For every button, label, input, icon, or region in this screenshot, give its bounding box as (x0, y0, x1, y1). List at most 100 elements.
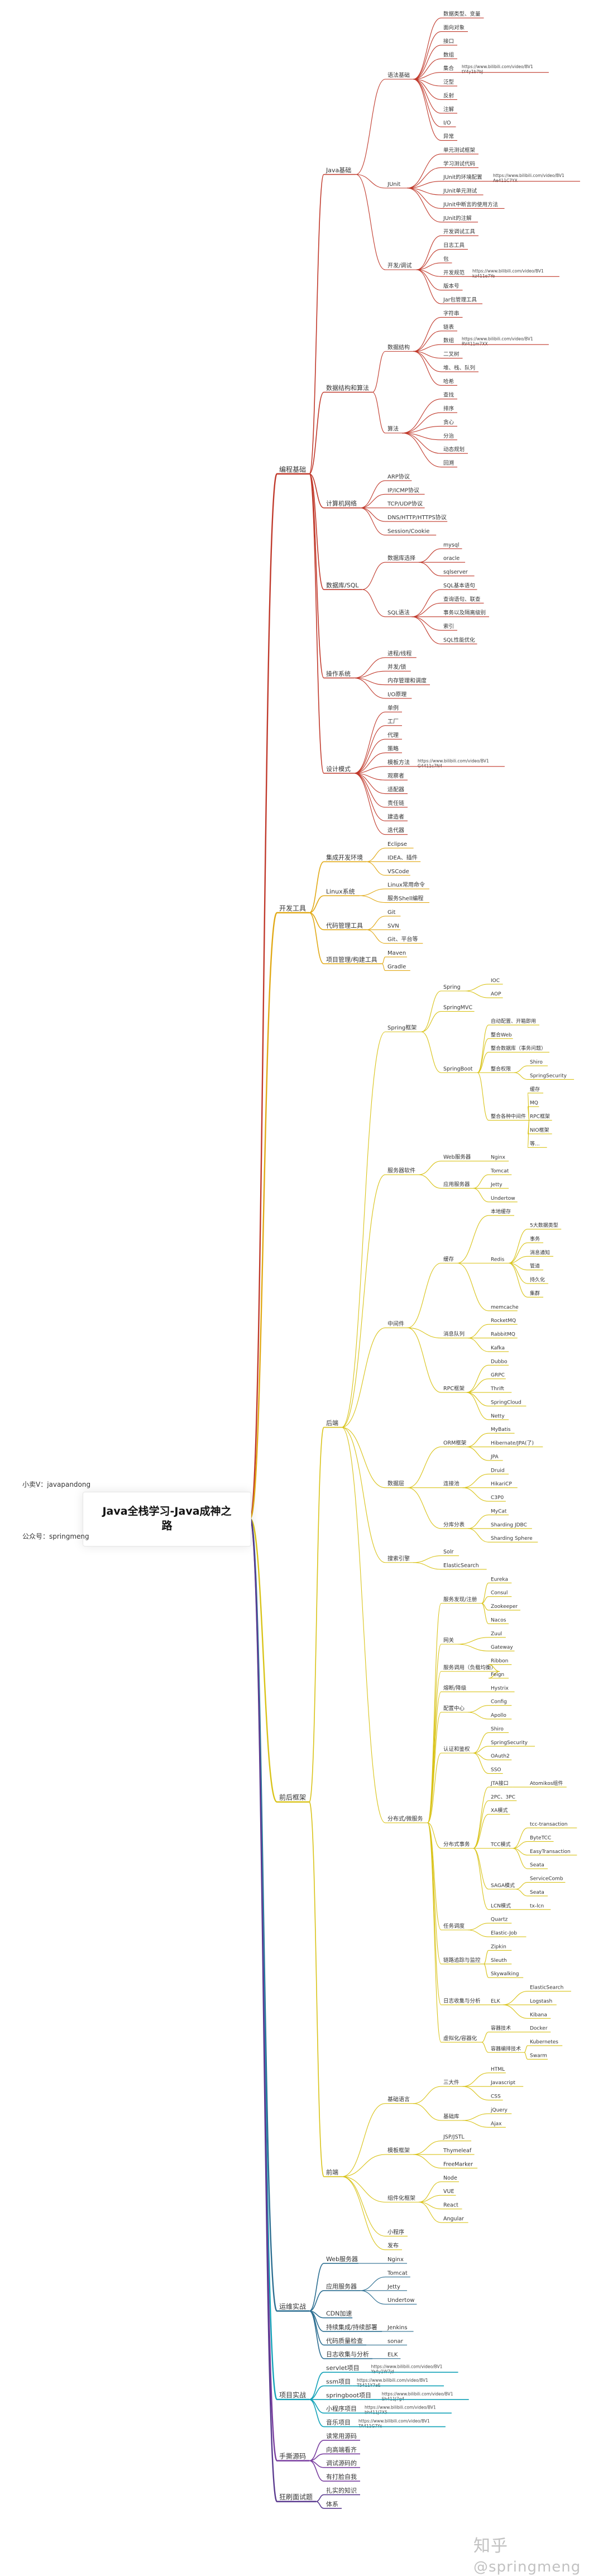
node-nginx[interactable]: Nginx (387, 2257, 404, 2263)
node-solr[interactable]: Solr (443, 1549, 453, 1555)
node-中间件[interactable]: 中间件 (387, 1320, 404, 1327)
node-git[interactable]: Git (387, 909, 396, 916)
node-thrift[interactable]: Thrift (490, 1386, 504, 1392)
node-jta接口[interactable]: JTA接口 (490, 1780, 509, 1787)
node-tx-lcn[interactable]: tx-lcn (530, 1903, 544, 1909)
node-git-平台等[interactable]: Git、平台等 (387, 936, 418, 943)
node-适配器[interactable]: 适配器 (387, 787, 404, 793)
node-查询语句-联查[interactable]: 查询语句、联查 (443, 596, 481, 602)
node-ribbon[interactable]: Ribbon (491, 1659, 508, 1664)
node-分布式-微服务[interactable]: 分布式/微服务 (387, 1815, 423, 1822)
node-tcp-udp协议[interactable]: TCP/UDP协议 (387, 500, 423, 507)
node-观察者[interactable]: 观察者 (387, 772, 404, 779)
node-junit单元测试[interactable]: JUnit单元测试 (443, 188, 477, 194)
node-索引[interactable]: 索引 (443, 623, 454, 630)
node-计算机网络[interactable]: 计算机网络 (326, 500, 357, 507)
node-回溯[interactable]: 回溯 (443, 460, 454, 467)
node-spring框架[interactable]: Spring框架 (387, 1024, 417, 1031)
node-springsecurity[interactable]: SpringSecurity (491, 1740, 528, 1746)
node-开发规范[interactable]: 开发规范 (443, 269, 465, 276)
node-memcache[interactable]: memcache (491, 1305, 519, 1310)
node-分治[interactable]: 分治 (443, 433, 454, 439)
node-ajax[interactable]: Ajax (491, 2121, 502, 2127)
node-tcc-transaction[interactable]: tcc-transaction (530, 1822, 568, 1827)
node-bytetcc[interactable]: ByteTCC (530, 1835, 551, 1841)
node-面向对象[interactable]: 面向对象 (443, 25, 465, 31)
node-link[interactable]: https://www.bilibili.com/video/BV1 (358, 2419, 430, 2424)
node-后端[interactable]: 后端 (326, 1420, 338, 1427)
node-tcc模式[interactable]: TCC模式 (490, 1841, 511, 1848)
node-基础库[interactable]: 基础库 (443, 2113, 460, 2120)
node-三大件[interactable]: 三大件 (443, 2079, 460, 2086)
node-包[interactable]: 包 (443, 256, 449, 262)
node-jquery[interactable]: jQuery (490, 2108, 508, 2113)
node-link[interactable]: https://www.bilibili.com/video/BV1 (418, 758, 489, 763)
node-狂刷面试题[interactable]: 狂刷面试题 (279, 2493, 313, 2501)
node-gateway[interactable]: Gateway (491, 1645, 513, 1650)
node-事务[interactable]: 事务 (530, 1236, 540, 1242)
node-泛型[interactable]: 泛型 (443, 79, 454, 85)
root-node[interactable]: Java全栈学习-Java成神之路 (83, 1492, 251, 1546)
node-jetty[interactable]: Jetty (387, 2284, 400, 2290)
node-项目实战[interactable]: 项目实战 (279, 2391, 306, 2399)
node-springmvc[interactable]: SpringMVC (443, 1005, 472, 1011)
node-接口[interactable]: 接口 (443, 38, 454, 45)
node-异常[interactable]: 异常 (443, 133, 454, 140)
node-link[interactable]: tY4y1b7bJ (462, 69, 483, 74)
node-整合web[interactable]: 整合Web (491, 1031, 512, 1038)
node-认证和鉴权[interactable]: 认证和鉴权 (443, 1746, 470, 1753)
node-grpc[interactable]: GRPC (491, 1373, 505, 1378)
node-数组[interactable]: 数组 (443, 51, 454, 58)
node-kafka[interactable]: Kafka (491, 1346, 505, 1351)
node-缓存[interactable]: 缓存 (443, 1256, 454, 1263)
node-link[interactable]: https://www.bilibili.com/video/BV1 (371, 2364, 443, 2369)
node-html[interactable]: HTML (491, 2067, 505, 2072)
node-进程-线程[interactable]: 进程/线程 (387, 650, 411, 657)
node-link[interactable]: https://www.bilibili.com/video/BV1 (382, 2391, 453, 2396)
node-本地缓存[interactable]: 本地缓存 (491, 1208, 511, 1215)
node-手撕源码[interactable]: 手撕源码 (279, 2453, 306, 2460)
node-等[interactable]: 等... (530, 1140, 540, 1147)
node-link[interactable]: https://www.bilibili.com/video/BV1 (357, 2378, 428, 2383)
node-nginx[interactable]: Nginx (491, 1155, 506, 1161)
node-docker[interactable]: Docker (530, 2026, 548, 2032)
node-node[interactable]: Node (443, 2175, 457, 2181)
node-hibernate-jpa-了[interactable]: Hibernate/JPA(了) (491, 1440, 534, 1447)
node-基础语言[interactable]: 基础语言 (387, 2096, 410, 2103)
node-单元测试框架[interactable]: 单元测试框架 (443, 147, 476, 154)
node-扎实的知识[interactable]: 扎实的知识 (326, 2486, 357, 2494)
node-maven[interactable]: Maven (387, 950, 406, 956)
node-sql性能优化[interactable]: SQL性能优化 (443, 636, 475, 643)
node-apollo[interactable]: Apollo (491, 1713, 506, 1718)
node-rpc框架[interactable]: RPC框架 (443, 1385, 465, 1392)
node-开发调试工具[interactable]: 开发调试工具 (443, 228, 476, 235)
node-mysql[interactable]: mysql (443, 542, 460, 548)
node-ip-icmp协议[interactable]: IP/ICMP协议 (387, 486, 419, 494)
node-c3p0[interactable]: C3P0 (491, 1495, 504, 1501)
node-应用服务器[interactable]: 应用服务器 (326, 2282, 357, 2290)
node-jetty[interactable]: Jetty (490, 1182, 502, 1188)
node-代码管理工具[interactable]: 代码管理工具 (326, 921, 363, 929)
node-link[interactable]: https://www.bilibili.com/video/BV1 (493, 173, 564, 178)
node-nio框架[interactable]: NIO框架 (530, 1127, 549, 1133)
node-mybatis[interactable]: MyBatis (491, 1427, 511, 1433)
node-orm框架[interactable]: ORM框架 (443, 1440, 467, 1447)
node-学习测试代码[interactable]: 学习测试代码 (443, 160, 475, 167)
node-elk[interactable]: ELK (491, 1999, 501, 2004)
node-数据库-sql[interactable]: 数据库/SQL (326, 581, 359, 589)
node-建造者[interactable]: 建造者 (387, 813, 404, 820)
node-tomcat[interactable]: Tomcat (387, 2270, 408, 2276)
node-junit的环境配置[interactable]: JUnit的环境配置 (443, 174, 482, 181)
node-sharding-jdbc[interactable]: Sharding JDBC (491, 1522, 527, 1528)
node-日志收集与分析[interactable]: 日志收集与分析 (443, 1998, 481, 2004)
node-zuul[interactable]: Zuul (491, 1631, 502, 1637)
node-svn[interactable]: SVN (387, 923, 399, 929)
node-查找[interactable]: 查找 (443, 392, 454, 399)
node-小程序项目[interactable]: 小程序项目 (326, 2405, 357, 2412)
node-lcn模式[interactable]: LCN模式 (491, 1902, 511, 1909)
node-css[interactable]: CSS (491, 2094, 501, 2100)
node-thymeleaf[interactable]: Thymeleaf (443, 2148, 472, 2154)
node-rpc框架[interactable]: RPC框架 (530, 1113, 550, 1120)
node-nacos[interactable]: Nacos (491, 1617, 506, 1623)
node-idea-插件[interactable]: IDEA、插件 (387, 854, 418, 861)
